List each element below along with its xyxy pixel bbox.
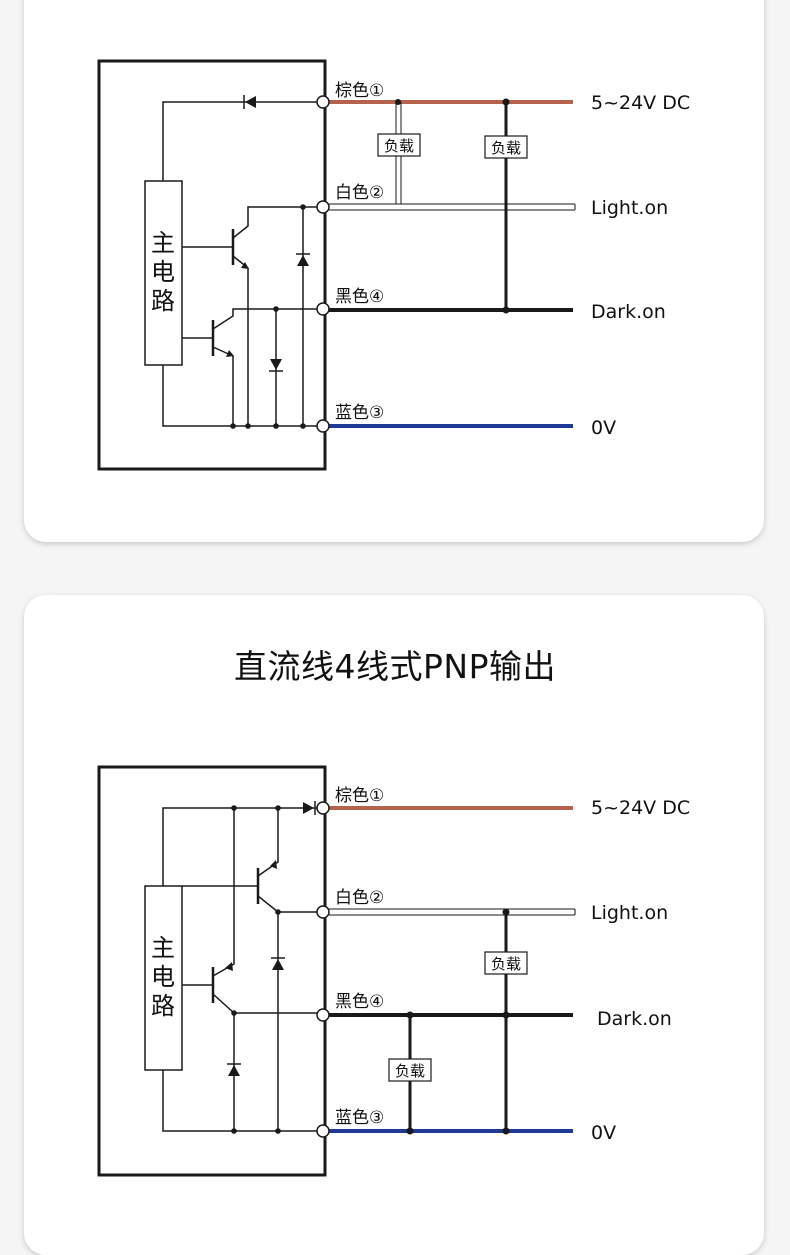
terminal-blue <box>316 1124 330 1138</box>
diode-icon <box>245 96 256 108</box>
output-dark-on: Dark.on <box>591 301 666 323</box>
load-box <box>484 135 528 159</box>
output-light-on: Light.on <box>591 197 668 219</box>
circuit-label-char: 主 <box>151 934 175 962</box>
pnp-card <box>24 595 764 1255</box>
output-supply: 5~24V DC <box>591 797 690 819</box>
pnp-wiring-diagram <box>97 765 327 1177</box>
npn-external-wires <box>316 95 576 433</box>
output-zero-v: 0V <box>591 417 616 439</box>
circuit-label-char: 路 <box>151 992 175 1020</box>
output-supply: 5~24V DC <box>591 92 690 114</box>
terminal-brown <box>316 801 330 815</box>
circuit-label-char: 电 <box>151 258 175 286</box>
pin-label-black: 黑色④ <box>335 992 384 1012</box>
sensor-housing <box>97 765 327 1177</box>
terminal-white <box>316 200 330 214</box>
circuit-label-char: 主 <box>151 229 175 257</box>
output-light-on: Light.on <box>591 902 668 924</box>
load-label: 负载 <box>395 1062 425 1080</box>
load-label: 负载 <box>384 137 414 155</box>
pin-label-brown: 棕色① <box>335 786 384 806</box>
pnp-external-wires <box>316 801 576 1138</box>
load-box <box>388 1058 432 1082</box>
load-box <box>377 133 421 157</box>
wiring-diagrams: 主 电 路 棕色① 白色② 黑色④ 蓝色③ 负载 负载 5~24V DC Lig… <box>97 59 690 1177</box>
diode-icon <box>303 802 314 814</box>
npn-labels: 主 电 路 棕色① 白色② 黑色④ 蓝色③ 负载 负载 5~24V DC Lig… <box>151 81 690 439</box>
output-dark-on: Dark.on <box>597 1008 672 1030</box>
load-label: 负载 <box>491 139 521 157</box>
pin-label-blue: 蓝色③ <box>335 403 384 423</box>
terminal-brown <box>316 95 330 109</box>
terminal-white <box>316 905 330 919</box>
load-label: 负载 <box>491 955 521 973</box>
terminal-blue <box>316 419 330 433</box>
circuit-label-char: 电 <box>151 963 175 991</box>
npn-card <box>24 0 764 542</box>
circuit-label-char: 路 <box>151 287 175 315</box>
output-zero-v: 0V <box>591 1122 616 1144</box>
pnp-section-title: 直流线4线式PNP输出 <box>234 647 556 686</box>
pnp-labels: 主 电 路 棕色① 白色② 黑色④ 蓝色③ 负载 负载 5~24V DC Lig… <box>151 786 690 1144</box>
terminal-black <box>316 302 330 316</box>
pin-label-brown: 棕色① <box>335 81 384 101</box>
pin-label-black: 黑色④ <box>335 287 384 307</box>
sensor-housing <box>97 59 327 471</box>
pin-label-blue: 蓝色③ <box>335 1108 384 1128</box>
npn-wiring-diagram <box>97 59 327 471</box>
pin-label-white: 白色② <box>335 888 384 908</box>
load-box <box>484 951 528 975</box>
pin-label-white: 白色② <box>335 183 384 203</box>
terminal-black <box>316 1008 330 1022</box>
